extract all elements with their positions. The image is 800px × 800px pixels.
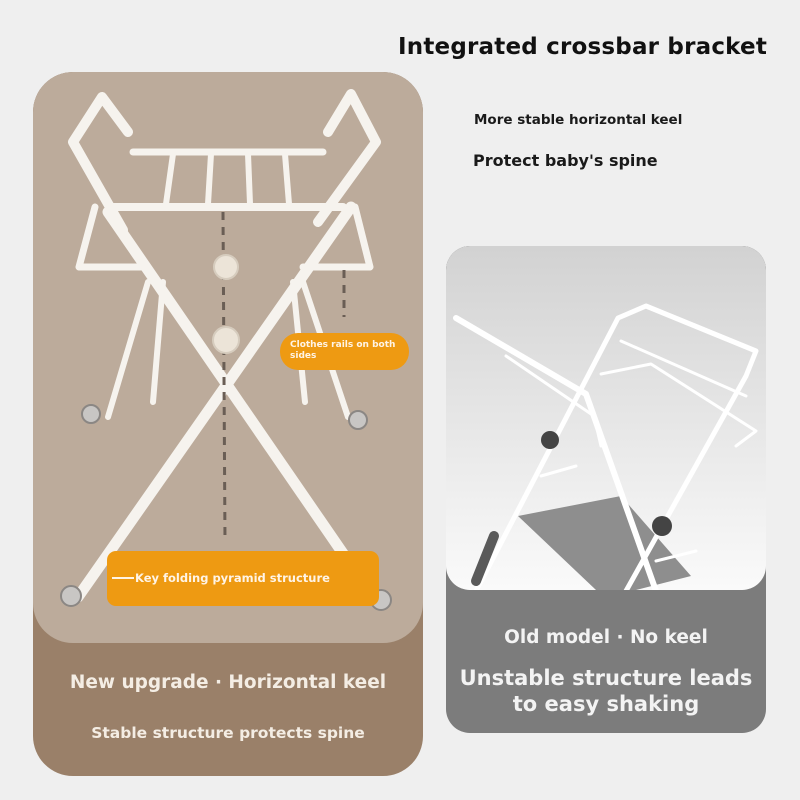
old-model-card: Old model · No keel Unstable structure l…: [446, 246, 766, 733]
folding-structure-label: Key folding pyramid structure: [135, 571, 330, 585]
subtitle-spine: Protect baby's spine: [473, 151, 658, 170]
old-model-caption: Old model · No keel: [504, 627, 708, 648]
folding-structure-badge: Key folding pyramid structure: [107, 551, 379, 606]
old-bath-stand-illustration: [453, 303, 759, 590]
bath-stand-illustration: [60, 89, 392, 611]
page-title: Integrated crossbar bracket: [398, 34, 768, 60]
dash-icon: [112, 576, 134, 579]
subtitle-keel: More stable horizontal keel: [474, 112, 683, 128]
old-model-subcaption: Unstable structure leads to easy shaking: [459, 666, 753, 716]
new-model-photo: Clothes rails on both sides Key folding …: [33, 72, 423, 643]
new-model-card: Clothes rails on both sides Key folding …: [33, 72, 423, 776]
old-model-photo: [446, 246, 766, 590]
new-model-subcaption: Stable structure protects spine: [91, 724, 365, 742]
clothes-rails-badge: Clothes rails on both sides: [280, 333, 409, 370]
new-model-caption: New upgrade · Horizontal keel: [69, 672, 387, 693]
